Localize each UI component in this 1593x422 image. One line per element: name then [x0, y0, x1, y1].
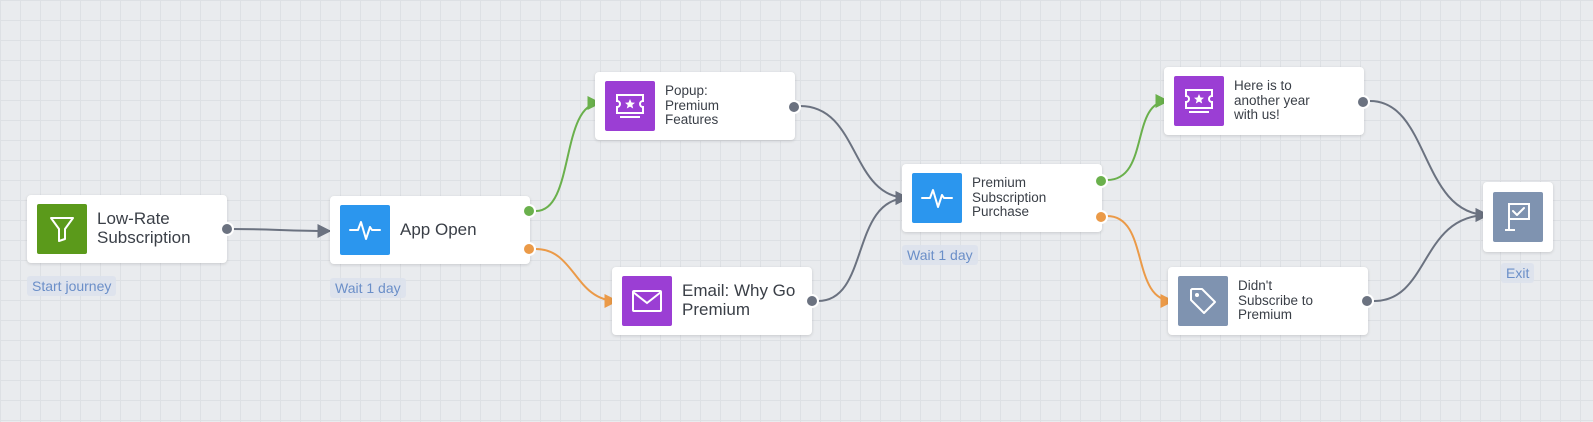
yes-port[interactable] [522, 204, 536, 218]
node-label: Popup: Premium Features [665, 83, 720, 128]
envelope-icon [622, 276, 672, 326]
node-another-year-with-us[interactable]: Here is to another year with us! [1164, 67, 1370, 135]
link-purchase-no-to-didnt-subscribe [1106, 215, 1175, 308]
output-port[interactable] [220, 222, 234, 236]
link-purchase-yes-to-another-year [1106, 94, 1170, 181]
link-another-year-to-exit [1369, 100, 1490, 222]
flag-check-icon [1493, 192, 1543, 242]
link-app-open-no-to-email [535, 248, 619, 308]
no-port[interactable] [1094, 210, 1108, 224]
node-label: Premium Subscription Purchase [972, 175, 1047, 220]
link-popup-to-purchase [799, 105, 910, 205]
node-label: Didn't Subscribe to Premium [1238, 278, 1314, 323]
node-app-open[interactable]: App Open [330, 196, 536, 264]
output-port[interactable] [1356, 95, 1370, 109]
link-didnt-subscribe-to-exit [1373, 208, 1490, 302]
exit-tag: Exit [1501, 263, 1535, 283]
node-label: Email: Why Go Premium [682, 281, 796, 319]
node-email-why-go-premium[interactable]: Email: Why Go Premium [612, 267, 819, 335]
wait-tag: Wait 1 day [330, 278, 406, 298]
output-port[interactable] [1360, 294, 1374, 308]
node-label: Low-Rate Subscription [97, 209, 191, 247]
node-label: Here is to another year with us! [1234, 78, 1310, 123]
activity-pulse-icon [340, 205, 390, 255]
no-port[interactable] [522, 242, 536, 256]
start-journey-tag: Start journey [27, 276, 117, 296]
ticket-star-icon [605, 81, 655, 131]
wait-tag: Wait 1 day [902, 245, 978, 265]
activity-pulse-icon [912, 173, 962, 223]
ticket-star-icon [1174, 76, 1224, 126]
node-low-rate-subscription[interactable]: Low-Rate Subscription [27, 195, 234, 263]
node-premium-subscription-purchase[interactable]: Premium Subscription Purchase [902, 164, 1108, 232]
funnel-icon [37, 204, 87, 254]
link-trigger-to-app-open [231, 223, 332, 238]
price-tag-icon [1178, 276, 1228, 326]
link-app-open-yes-to-popup [535, 96, 602, 212]
node-popup-premium-features[interactable]: Popup: Premium Features [595, 72, 801, 140]
yes-port[interactable] [1094, 174, 1108, 188]
output-port[interactable] [787, 100, 801, 114]
node-didnt-subscribe-to-premium[interactable]: Didn't Subscribe to Premium [1168, 267, 1374, 335]
link-email-to-purchase [817, 191, 910, 302]
output-port[interactable] [805, 294, 819, 308]
node-exit[interactable] [1483, 182, 1553, 252]
node-label: App Open [400, 219, 477, 239]
